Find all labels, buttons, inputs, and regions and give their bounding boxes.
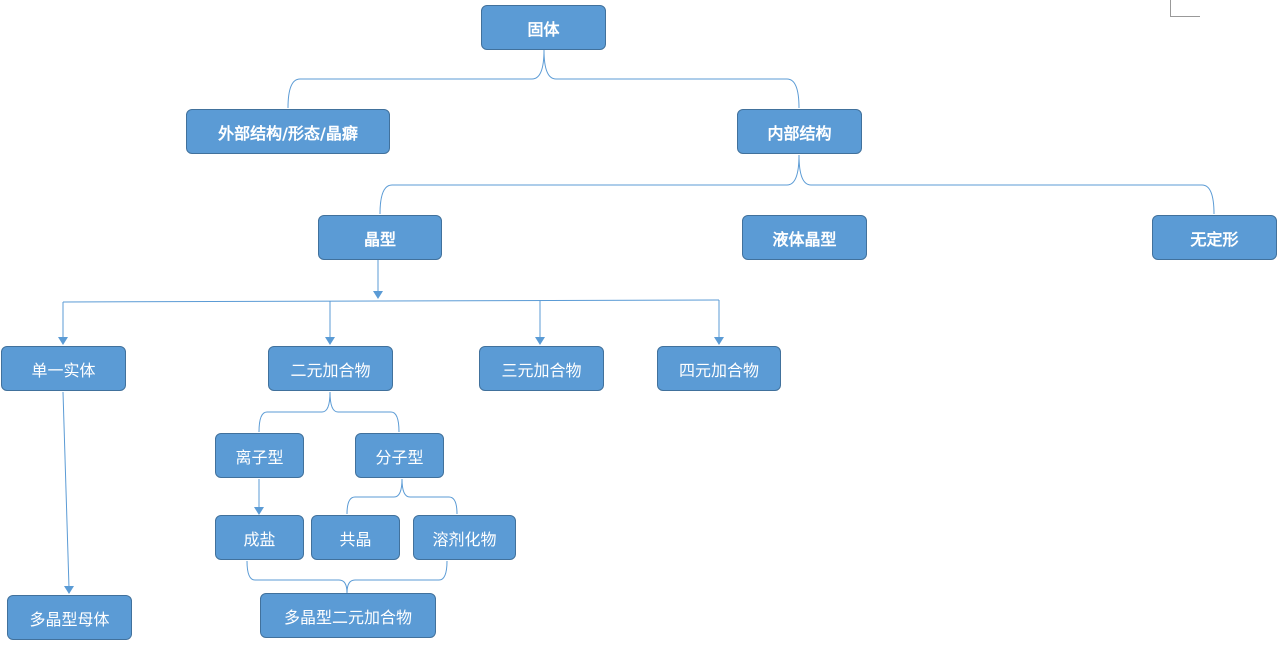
brace-internal — [379, 154, 1215, 215]
brace-binary — [258, 391, 400, 433]
node-liquid-crystal[interactable]: 液体晶型 — [742, 215, 867, 260]
node-cocrystal[interactable]: 共晶 — [311, 515, 400, 560]
node-crystal-form[interactable]: 晶型 — [318, 215, 442, 260]
brace-molecular — [346, 478, 458, 515]
page-corner-mark — [1170, 0, 1200, 17]
node-solid[interactable]: 固体 — [481, 5, 606, 50]
brace-bottom — [246, 560, 448, 594]
bus-line — [62, 299, 720, 303]
arrow-parent — [62, 391, 70, 589]
node-single-entity[interactable]: 单一实体 — [1, 346, 126, 391]
node-quaternary-adduct[interactable]: 四元加合物 — [657, 346, 781, 391]
arrowhead-single — [58, 337, 68, 345]
node-internal-structure[interactable]: 内部结构 — [737, 109, 862, 154]
node-ionic[interactable]: 离子型 — [215, 433, 304, 478]
node-polymorph-binary[interactable]: 多晶型二元加合物 — [260, 593, 436, 638]
node-salt[interactable]: 成盐 — [215, 515, 304, 560]
node-ternary-adduct[interactable]: 三元加合物 — [479, 346, 604, 391]
arrowhead-binary — [325, 337, 335, 345]
arrowhead-ternary — [535, 337, 545, 345]
arrowhead-parent — [64, 586, 74, 594]
brace-root — [287, 49, 800, 109]
node-binary-adduct[interactable]: 二元加合物 — [268, 346, 393, 391]
arrowhead-quaternary — [714, 337, 724, 345]
node-molecular[interactable]: 分子型 — [355, 433, 444, 478]
node-amorphous[interactable]: 无定形 — [1152, 215, 1277, 260]
node-polymorph-parent[interactable]: 多晶型母体 — [7, 595, 132, 640]
node-solvate[interactable]: 溶剂化物 — [413, 515, 516, 560]
arrowhead-crystal — [373, 291, 383, 299]
node-external-structure[interactable]: 外部结构/形态/晶癖 — [186, 109, 390, 154]
arrowhead-salt — [254, 507, 264, 515]
